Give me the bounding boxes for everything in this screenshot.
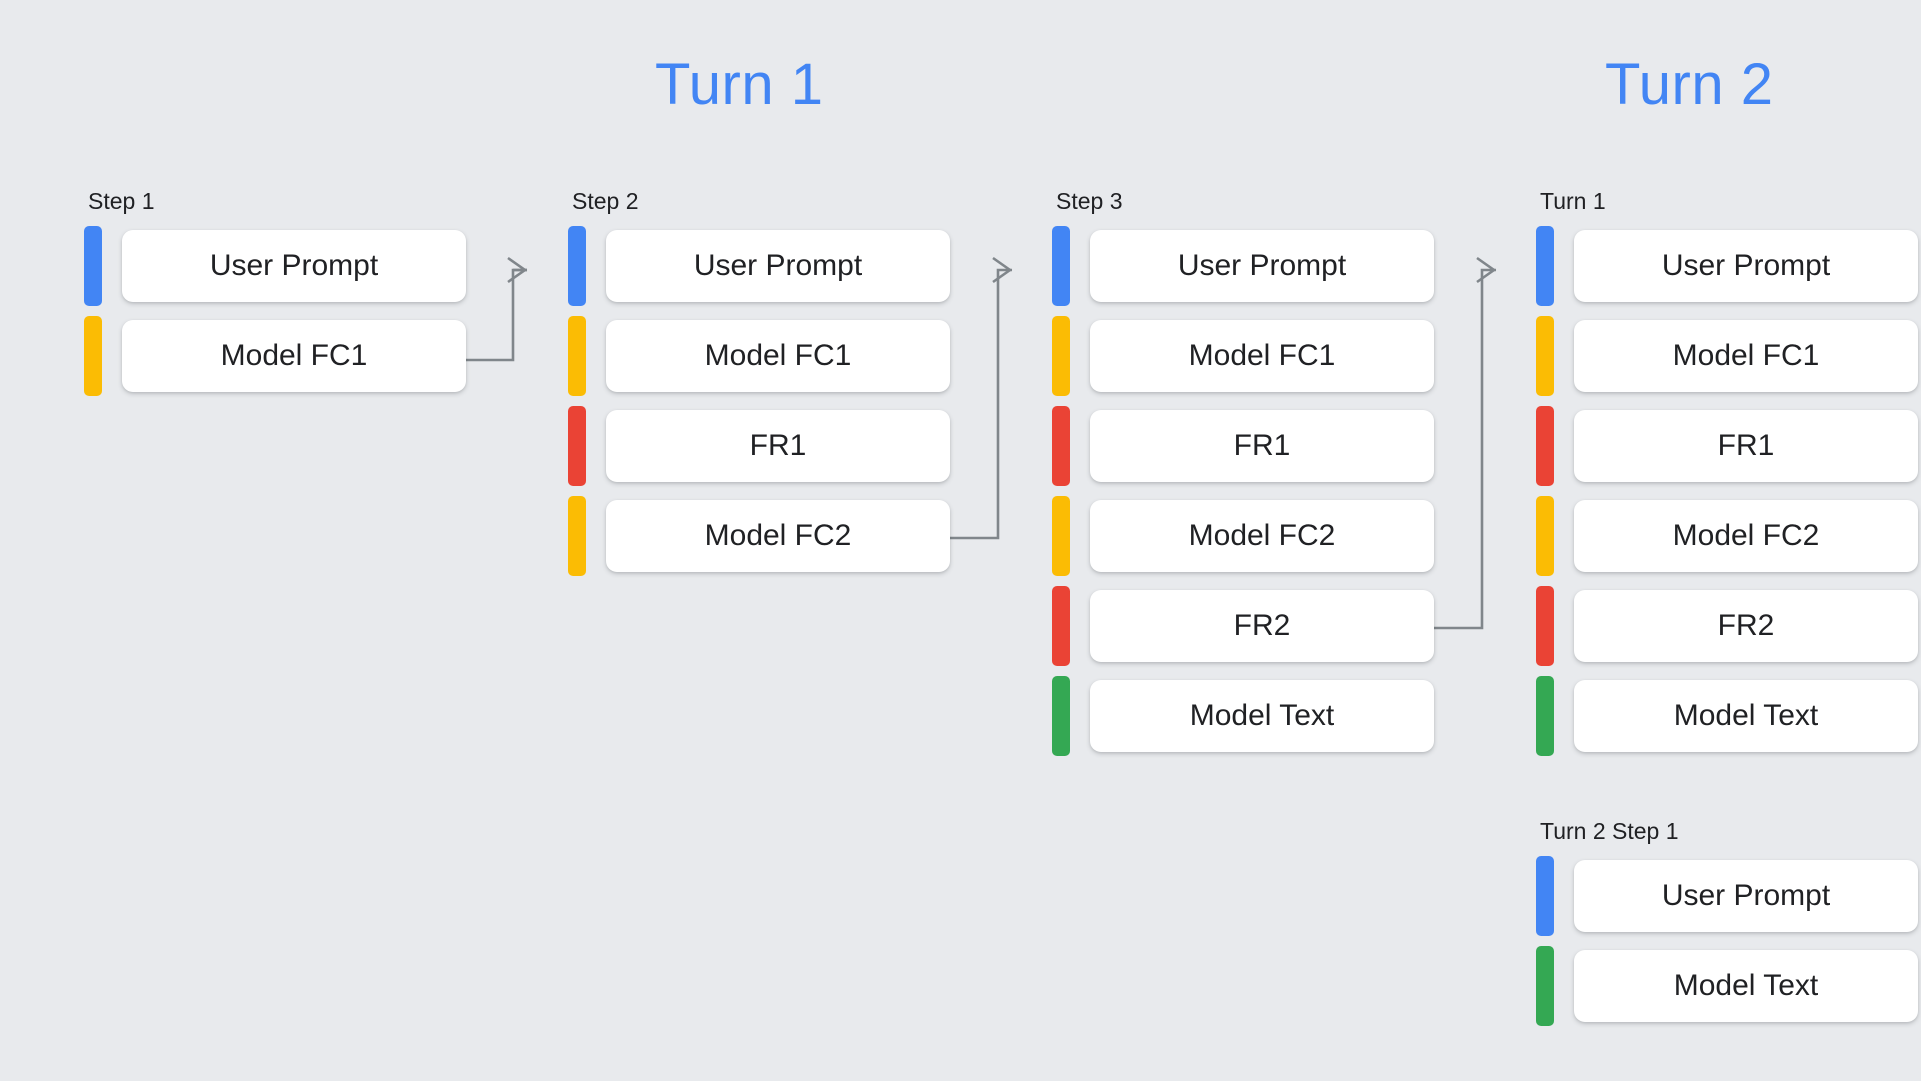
card[interactable]: User Prompt [1574, 860, 1918, 932]
card[interactable]: User Prompt [606, 230, 950, 302]
status-bar-green [1052, 676, 1070, 756]
card[interactable]: Model FC1 [1574, 320, 1918, 392]
status-bar-blue [84, 226, 102, 306]
card[interactable]: FR2 [1090, 590, 1434, 662]
card[interactable]: Model Text [1574, 950, 1918, 1022]
card[interactable]: User Prompt [1574, 230, 1918, 302]
card[interactable]: Model FC2 [606, 500, 950, 572]
status-bar-red [1052, 586, 1070, 666]
list-item[interactable]: Model FC1 [568, 316, 950, 396]
status-bar-yellow [1536, 496, 1554, 576]
status-bar-red [1052, 406, 1070, 486]
list-item[interactable]: Model Text [1536, 676, 1918, 756]
card-label: User Prompt [1661, 879, 1831, 912]
column-label-step-3: Step 3 [1056, 188, 1123, 214]
card-label: Model FC1 [1672, 339, 1820, 372]
card[interactable]: FR1 [1574, 410, 1918, 482]
list-item[interactable]: Model Text [1536, 946, 1918, 1026]
card[interactable]: Model Text [1574, 680, 1918, 752]
list-item[interactable]: Model FC1 [1536, 316, 1918, 396]
card-label: FR2 [1717, 609, 1775, 642]
status-bar-green [1536, 946, 1554, 1026]
column-rows-step-2: User Prompt Model FC1 FR1 Model FC2 [568, 226, 950, 576]
status-bar-yellow [1536, 316, 1554, 396]
card-label: Model FC2 [1672, 519, 1820, 552]
card-label: Model FC2 [704, 519, 852, 552]
card-label: User Prompt [209, 249, 379, 282]
list-item[interactable]: FR1 [1536, 406, 1918, 486]
status-bar-red [1536, 406, 1554, 486]
list-item[interactable]: Model FC1 [84, 316, 466, 396]
list-item[interactable]: User Prompt [568, 226, 950, 306]
column-rows-turn-1: User Prompt Model FC1 FR1 Model FC2 [1536, 226, 1918, 756]
column-label-turn-2-step-1: Turn 2 Step 1 [1540, 818, 1679, 844]
card[interactable]: Model FC1 [606, 320, 950, 392]
status-bar-yellow [1052, 316, 1070, 396]
card[interactable]: Model FC2 [1574, 500, 1918, 572]
column-rows-step-3: User Prompt Model FC1 FR1 Model FC2 [1052, 226, 1434, 756]
column-label-turn-1: Turn 1 [1540, 188, 1606, 214]
status-bar-yellow [1052, 496, 1070, 576]
card-label: User Prompt [693, 249, 863, 282]
turn-1-heading: Turn 1 [655, 52, 824, 117]
card[interactable]: Model FC2 [1090, 500, 1434, 572]
card-label: Model FC1 [704, 339, 852, 372]
status-bar-yellow [84, 316, 102, 396]
card-label: Model FC1 [1188, 339, 1336, 372]
card-label: User Prompt [1661, 249, 1831, 282]
status-bar-yellow [568, 496, 586, 576]
list-item[interactable]: Model Text [1052, 676, 1434, 756]
status-bar-blue [1536, 226, 1554, 306]
column-rows-step-1: User Prompt Model FC1 [84, 226, 466, 396]
status-bar-green [1536, 676, 1554, 756]
status-bar-red [1536, 586, 1554, 666]
card-label: Model Text [1673, 969, 1819, 1002]
list-item[interactable]: FR1 [1052, 406, 1434, 486]
card[interactable]: Model FC1 [122, 320, 466, 392]
list-item[interactable]: FR2 [1052, 586, 1434, 666]
card-label: FR1 [1717, 429, 1775, 462]
card[interactable]: User Prompt [1090, 230, 1434, 302]
list-item[interactable]: Model FC2 [568, 496, 950, 576]
card-label: Model Text [1189, 699, 1335, 732]
column-label-step-1: Step 1 [88, 188, 155, 214]
list-item[interactable]: Model FC1 [1052, 316, 1434, 396]
card[interactable]: Model FC1 [1090, 320, 1434, 392]
list-item[interactable]: FR1 [568, 406, 950, 486]
card-label: Model FC1 [220, 339, 368, 372]
status-bar-red [568, 406, 586, 486]
list-item[interactable]: User Prompt [1536, 856, 1918, 936]
card[interactable]: FR2 [1574, 590, 1918, 662]
card[interactable]: FR1 [1090, 410, 1434, 482]
card-label: FR1 [1233, 429, 1291, 462]
card[interactable]: FR1 [606, 410, 950, 482]
column-label-step-2: Step 2 [572, 188, 639, 214]
card-label: Model FC2 [1188, 519, 1336, 552]
card-label: FR2 [1233, 609, 1291, 642]
list-item[interactable]: Model FC2 [1052, 496, 1434, 576]
card[interactable]: User Prompt [122, 230, 466, 302]
list-item[interactable]: FR2 [1536, 586, 1918, 666]
list-item[interactable]: User Prompt [1536, 226, 1918, 306]
list-item[interactable]: User Prompt [1052, 226, 1434, 306]
list-item[interactable]: Model FC2 [1536, 496, 1918, 576]
status-bar-yellow [568, 316, 586, 396]
status-bar-blue [568, 226, 586, 306]
turn-2-heading: Turn 2 [1605, 52, 1774, 117]
status-bar-blue [1536, 856, 1554, 936]
card-label: User Prompt [1177, 249, 1347, 282]
list-item[interactable]: User Prompt [84, 226, 466, 306]
card[interactable]: Model Text [1090, 680, 1434, 752]
status-bar-blue [1052, 226, 1070, 306]
card-label: FR1 [749, 429, 807, 462]
column-rows-turn-2-step-1: User Prompt Model Text [1536, 856, 1918, 1026]
card-label: Model Text [1673, 699, 1819, 732]
